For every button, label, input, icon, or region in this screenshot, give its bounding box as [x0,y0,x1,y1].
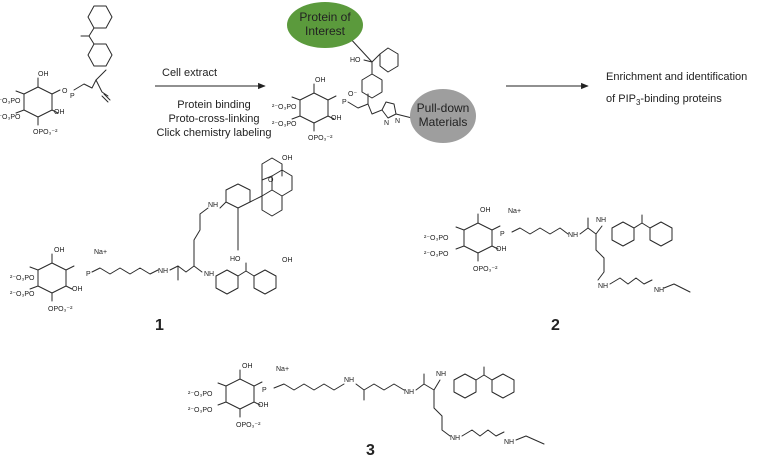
atom-label: NH [344,377,354,384]
atom-label: OH [72,286,83,293]
atom-label: NH [598,283,608,290]
atom-label: OH [38,71,49,78]
atom-label: OPO₃⁻² [473,266,498,273]
atom-label: N [395,118,400,125]
atom-label: NH [596,217,606,224]
counterion-na: Na+ [508,208,521,215]
atom-label: NH [208,202,218,209]
result-text-line2: of PIP3-binding proteins [606,93,722,107]
arrow-label-click-labeling: Click chemistry labeling [157,127,272,139]
atom-label: NH [158,268,168,275]
atom-label: NH [450,435,460,442]
atom-label: OH [54,109,65,116]
arrow-label-cross-linking: Proto-cross-linking [168,113,259,125]
protein-of-interest-label: Protein of [299,10,351,24]
atom-label: O⁻ [348,91,357,98]
atom-label: OPO₃⁻² [308,135,333,142]
atom-label: OPO₃⁻² [236,422,261,429]
atom-label: ²⁻O₃PO [424,235,449,242]
atom-label: ²⁻O₃PO [10,291,35,298]
atom-label: P [500,231,505,238]
atom-label: NH [654,287,664,294]
compound-2-structure: ²⁻O₃PO ²⁻O₃PO OPO₃⁻² OH OH P Na+ NH NH N… [424,207,691,294]
counterion-na: Na+ [276,366,289,373]
atom-label: P [262,387,267,394]
atom-label: NH [204,271,214,278]
atom-label: NH [568,232,578,239]
atom-label: ²⁻O₃PO [188,407,213,414]
atom-label: ²⁻O₃PO [10,275,35,282]
arrow-label-cell-extract: Cell extract [162,67,217,79]
atom-label: NH [404,389,414,396]
atom-label: HO [350,57,361,64]
atom-label: OH [282,155,293,162]
atom-label: NH [436,371,446,378]
atom-label: P [342,99,347,106]
atom-label: OH [480,207,491,214]
atom-label: HO [230,256,241,263]
atom-label: OH [496,246,507,253]
atom-label: O [62,88,68,95]
arrow-label-protein-binding: Protein binding [177,99,250,111]
atom-label: O [268,177,274,184]
protein-of-interest-bubble [287,2,363,48]
atom-label: ²⁻O₃PO [0,114,21,121]
atom-label: ²⁻O₃PO [272,121,297,128]
counterion-na: Na+ [94,249,107,256]
atom-label: ²⁻O₃PO [0,98,21,105]
compound-3-label: 3 [366,442,375,459]
atom-label: ²⁻O₃PO [188,391,213,398]
pull-down-materials-bubble [410,89,476,143]
compound-2-label: 2 [551,317,560,334]
atom-label: OH [242,363,253,370]
compound-1-label: 1 [155,317,164,334]
pull-down-materials-label: Materials [419,115,468,129]
atom-label: OH [282,257,293,264]
compound-1-structure: ²⁻O₃PO ²⁻O₃PO OPO₃⁻² OH OH P Na+ NH NH N… [10,155,293,313]
atom-label: OH [315,77,326,84]
atom-label: P [86,271,91,278]
atom-label: OPO₃⁻² [48,306,73,313]
atom-label: ²⁻O₃PO [272,104,297,111]
atom-label: ²⁻O₃PO [424,251,449,258]
protein-of-interest-label: Interest [305,24,346,38]
labeled-complex-structure: ²⁻O₃PO ²⁻O₃PO OPO₃⁻² OH OH P O⁻ N N HO [272,35,413,142]
probe-structure: ²⁻O₃PO ²⁻O₃PO OPO₃⁻² OH OH O P [0,5,113,136]
atom-label: OH [258,402,269,409]
atom-label: OH [54,247,65,254]
result-text-line1: Enrichment and identification [606,71,747,83]
pull-down-materials-label: Pull-down [417,101,470,115]
atom-label: OPO₃⁻² [33,129,58,136]
atom-label: N [384,120,389,127]
atom-label: P [70,93,75,100]
atom-label: OH [331,115,342,122]
atom-label: NH [504,439,514,446]
compound-3-structure: ²⁻O₃PO ²⁻O₃PO OPO₃⁻² OH OH P Na+ NH NH N… [188,363,545,446]
